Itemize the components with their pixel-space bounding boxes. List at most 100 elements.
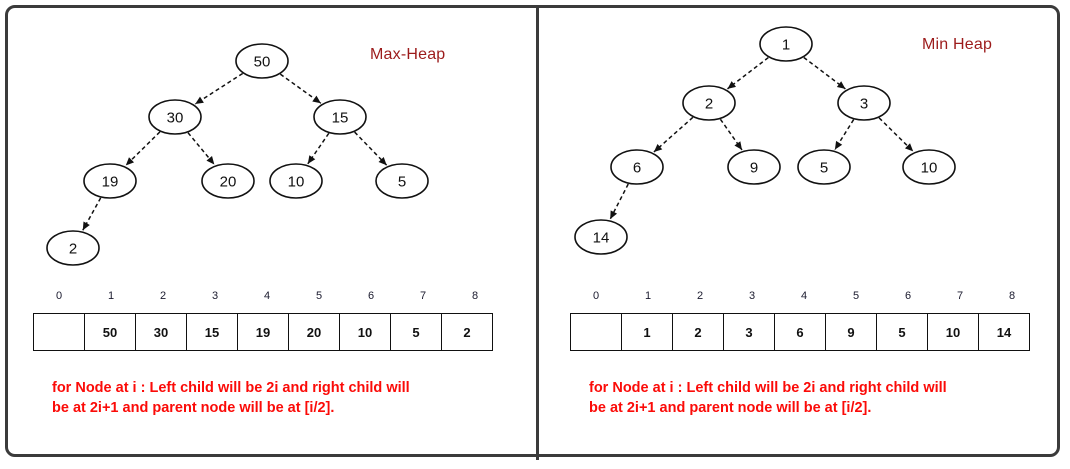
tree-node-circle [313, 99, 367, 135]
tree-edge [653, 116, 694, 153]
tree-edge [194, 72, 244, 105]
tree-node-circle [235, 43, 289, 79]
array-cell: 2 [441, 313, 493, 351]
array-index-label: 1 [644, 290, 652, 302]
tree-node-circle [759, 26, 813, 62]
array-index-label: 1 [107, 290, 115, 302]
array-index-label: 0 [55, 290, 63, 302]
tree-node-circle [375, 163, 429, 199]
caption-line-2: be at 2i+1 and parent node will be at [i… [589, 400, 872, 416]
tree-node: 10 [902, 149, 956, 185]
array-index-label: 2 [159, 290, 167, 302]
tree-node-label: 2 [705, 96, 713, 113]
caption-line-2: be at 2i+1 and parent node will be at [i… [52, 400, 335, 416]
max-heap-title: Max-Heap [370, 46, 446, 63]
tree-node-label: 10 [921, 160, 938, 177]
array-cell: 50 [84, 313, 136, 351]
tree-node: 3 [837, 85, 891, 121]
tree-node: 1 [759, 26, 813, 62]
array-index-label: 6 [367, 290, 375, 302]
tree-node: 15 [313, 99, 367, 135]
array-index-label: 7 [956, 290, 964, 302]
tree-node: 5 [797, 149, 851, 185]
tree-edge [727, 56, 769, 90]
tree-node-label: 9 [750, 160, 758, 177]
array-cell: 15 [186, 313, 238, 351]
tree-edge-arrowhead [125, 157, 135, 166]
tree-node-label: 30 [167, 110, 184, 127]
array-index-label: 0 [592, 290, 600, 302]
tree-node: 14 [574, 219, 628, 255]
tree-node-circle [83, 163, 137, 199]
array-cell: 14 [978, 313, 1030, 351]
max-heap-caption: for Node at i : Left child will be 2i an… [52, 378, 410, 418]
tree-edge-arrowhead [307, 155, 316, 164]
caption-line-1: for Node at i : Left child will be 2i an… [589, 380, 947, 396]
tree-edge-arrowhead [195, 96, 204, 104]
array-index-label: 5 [315, 290, 323, 302]
array-cell: 2 [672, 313, 724, 351]
tree-node-circle [682, 85, 736, 121]
array-cell: 20 [288, 313, 340, 351]
array-cell: 9 [825, 313, 877, 351]
array-cell: 10 [339, 313, 391, 351]
tree-node-label: 50 [254, 54, 271, 71]
tree-node-label: 5 [820, 160, 828, 177]
array-index-label: 4 [800, 290, 808, 302]
array-cell: 5 [876, 313, 928, 351]
tree-node-label: 19 [102, 174, 119, 191]
array-index-label: 3 [748, 290, 756, 302]
tree-edge-arrowhead [610, 210, 618, 220]
min-heap-tree: 1 2 3 6 9 5 10 14 [574, 26, 956, 255]
outer-frame [5, 5, 1060, 457]
tree-edge-arrowhead [206, 156, 215, 165]
tree-node: 19 [83, 163, 137, 199]
tree-node: 30 [148, 99, 202, 135]
min-heap-title: Min Heap [922, 36, 993, 53]
tree-node: 2 [46, 230, 100, 266]
array-cell [33, 313, 85, 351]
tree-edge-arrowhead [734, 141, 742, 150]
tree-node-circle [148, 99, 202, 135]
tree-node-circle [574, 219, 628, 255]
tree-node-label: 3 [860, 96, 868, 113]
array-index-label: 4 [263, 290, 271, 302]
tree-edge-arrowhead [727, 81, 737, 89]
tree-node-circle [269, 163, 323, 199]
tree-edge-arrowhead [378, 156, 387, 166]
array-index-label: 8 [1008, 290, 1016, 302]
tree-node-label: 6 [633, 160, 641, 177]
tree-node-circle [46, 230, 100, 266]
tree-node: 20 [201, 163, 255, 199]
tree-node-circle [610, 149, 664, 185]
tree-node-circle [727, 149, 781, 185]
array-cell [570, 313, 622, 351]
tree-node: 10 [269, 163, 323, 199]
tree-node-circle [902, 149, 956, 185]
array-cell: 30 [135, 313, 187, 351]
tree-node: 5 [375, 163, 429, 199]
tree-node-label: 2 [69, 241, 77, 258]
array-index-label: 3 [211, 290, 219, 302]
tree-edge [279, 73, 322, 104]
tree-node-label: 15 [332, 110, 349, 127]
tree-edge-arrowhead [653, 143, 663, 152]
max-heap-tree: 50 30 15 19 20 10 5 2 [46, 43, 429, 266]
tree-node-circle [837, 85, 891, 121]
array-cell: 19 [237, 313, 289, 351]
tree-edge [803, 56, 846, 90]
panel-divider [536, 8, 539, 460]
array-index-label: 2 [696, 290, 704, 302]
tree-node-circle [201, 163, 255, 199]
array-cell: 5 [390, 313, 442, 351]
tree-edge-arrowhead [904, 143, 914, 152]
array-cell: 3 [723, 313, 775, 351]
